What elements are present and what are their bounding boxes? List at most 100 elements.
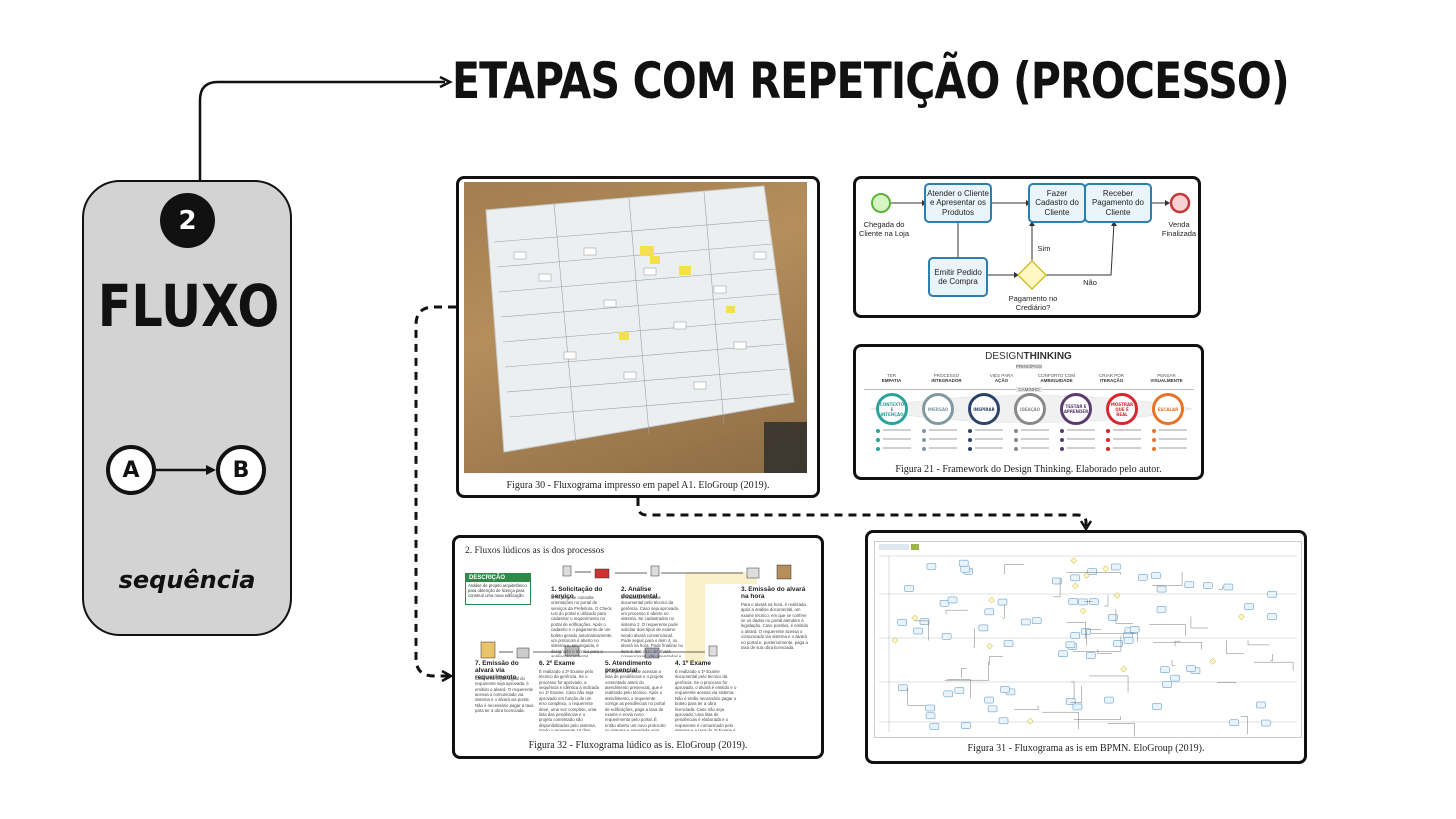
bpmn-task	[1129, 626, 1140, 633]
bpmn-task	[998, 717, 1009, 725]
flow-card	[82, 180, 292, 636]
dt-stage-bullet-text	[1159, 447, 1187, 449]
bpmn-task	[1170, 674, 1181, 682]
bpmn-flow	[1218, 586, 1223, 590]
dt-stage-bullet	[1106, 447, 1110, 451]
bpmn-flow	[961, 668, 967, 679]
bpmn-gateway	[1120, 665, 1127, 673]
bpmn-as-is-drawing	[879, 544, 1297, 737]
bpmn-flow	[1151, 572, 1183, 586]
bpmn-task	[897, 619, 907, 626]
bpmn-task	[1065, 698, 1076, 705]
dt-stage-bullet-text	[1159, 438, 1187, 440]
bpmn-task	[1070, 632, 1081, 639]
card-subtitle: sequência	[118, 566, 256, 594]
bpmn-task	[1123, 637, 1134, 644]
heading-bold: THINKING	[1023, 351, 1072, 362]
dt-stage-bullet	[1014, 447, 1018, 451]
bpmn-sales-frame: Atender o Cliente e Apresentar os Produt…	[853, 176, 1201, 318]
ludic-step-title: 5. Atendimento presencial	[605, 660, 652, 674]
start-label: Chegada do Cliente na Loja	[858, 220, 910, 238]
dt-stage-bullet	[968, 447, 972, 451]
bpmn-task	[1052, 577, 1062, 585]
dt-stage-bullet	[1152, 447, 1156, 451]
end-event	[1169, 192, 1191, 214]
bpmn-task	[1089, 598, 1099, 606]
card-number-badge: 2	[160, 193, 215, 248]
ludic-step-title: 4. 1º Exame	[675, 660, 711, 667]
bpmn-task	[960, 565, 971, 573]
dt-stage-bullet	[1152, 438, 1156, 442]
start-event	[871, 193, 891, 213]
bpmn-task	[1081, 628, 1091, 635]
dt-stage-1: CONTEXTO E INTENÇÃO	[876, 393, 908, 425]
dt-stage-bullet-text	[975, 429, 1003, 431]
bpmn-task	[1256, 701, 1266, 709]
bpmn-task	[925, 712, 936, 720]
bpmn-task	[1261, 719, 1271, 727]
dt-stage-bullet	[1106, 438, 1110, 442]
dt-stage-bullet	[1060, 429, 1064, 433]
figure-30-caption: Figura 30 - Fluxograma impresso em papel…	[506, 480, 770, 491]
bpmn-task	[1156, 606, 1167, 613]
dt-stage-bullet	[1060, 447, 1064, 451]
bpmn-flow	[1115, 609, 1133, 624]
bpmn-gateway	[988, 596, 995, 604]
bpmn-task	[1086, 652, 1096, 659]
bpmn-task	[1065, 641, 1076, 649]
bpmn-task	[939, 600, 950, 607]
bpmn-flow	[1104, 595, 1109, 607]
ludic-step-title: 1. Solicitação do serviço	[551, 586, 603, 600]
dt-stage-bullet	[1014, 429, 1018, 433]
dt-stage-4: IDEAÇÃO	[1014, 393, 1046, 425]
bpmn-flow	[1066, 622, 1086, 639]
dt-stage-6: MOSTRAR QUE É REAL	[1106, 393, 1138, 425]
page-title: ETAPAS COM REPETIÇÃO (PROCESSO)	[452, 52, 1290, 110]
bpmn-task	[925, 704, 935, 712]
bpmn-flow	[1002, 604, 1005, 619]
flowchart-photo	[464, 182, 807, 473]
bpmn-flow	[989, 656, 1003, 665]
bpmn-task	[961, 722, 971, 729]
bpmn-flow	[1042, 712, 1079, 730]
ludic-step-text: O requerente pode acessar a lista de pen…	[605, 669, 666, 731]
figure-30-frame: Figura 30 - Fluxograma impresso em papel…	[456, 176, 820, 498]
bpmn-flow	[907, 688, 926, 706]
dt-stage-7: ESCALAR	[1152, 393, 1184, 425]
gateway	[1017, 260, 1047, 290]
dt-stage-bullet	[922, 447, 926, 451]
dt-stage-bullet	[922, 438, 926, 442]
bpmn-flow	[1247, 640, 1270, 646]
dt-stage-bullet	[1060, 438, 1064, 442]
dt-stage-bullet-text	[1159, 429, 1187, 431]
bpmn-flow	[1226, 640, 1244, 654]
dashed-arrowhead-left	[441, 669, 454, 683]
bpmn-gateway	[1209, 658, 1216, 665]
dashed-connector-left	[414, 305, 456, 678]
bpmn-flow	[1070, 685, 1082, 703]
bpmn-flow	[1066, 572, 1121, 575]
bpmn-flow	[1086, 629, 1101, 646]
task-receber-pagamento: Receber Pagamento do Cliente	[1084, 183, 1152, 223]
bpmn-task	[1229, 719, 1240, 727]
dashed-connector-bottom	[636, 498, 1088, 526]
ludic-step-title: 2. Análise documental	[621, 586, 658, 600]
design-thinking-heading: DESIGNTHINKING	[856, 351, 1201, 362]
ludic-step-text: É realizado o 1º Exame documental pelo t…	[675, 669, 737, 731]
ludic-step-title: 6. 2º Exame	[539, 660, 575, 667]
bpmn-task	[947, 596, 958, 604]
ludic-step-text: Caso a correção digital do requerente se…	[475, 676, 534, 714]
principles-label: PRINCÍPIOS	[1016, 364, 1043, 370]
bpmn-flow	[947, 679, 971, 699]
bpmn-task	[984, 696, 994, 704]
bpmn-flow	[1240, 716, 1248, 735]
gateway-label: Pagamento no Crediário?	[1008, 294, 1058, 312]
bpmn-task	[904, 585, 914, 592]
bpmn-task	[1267, 590, 1277, 598]
bpmn-flow	[945, 609, 968, 615]
